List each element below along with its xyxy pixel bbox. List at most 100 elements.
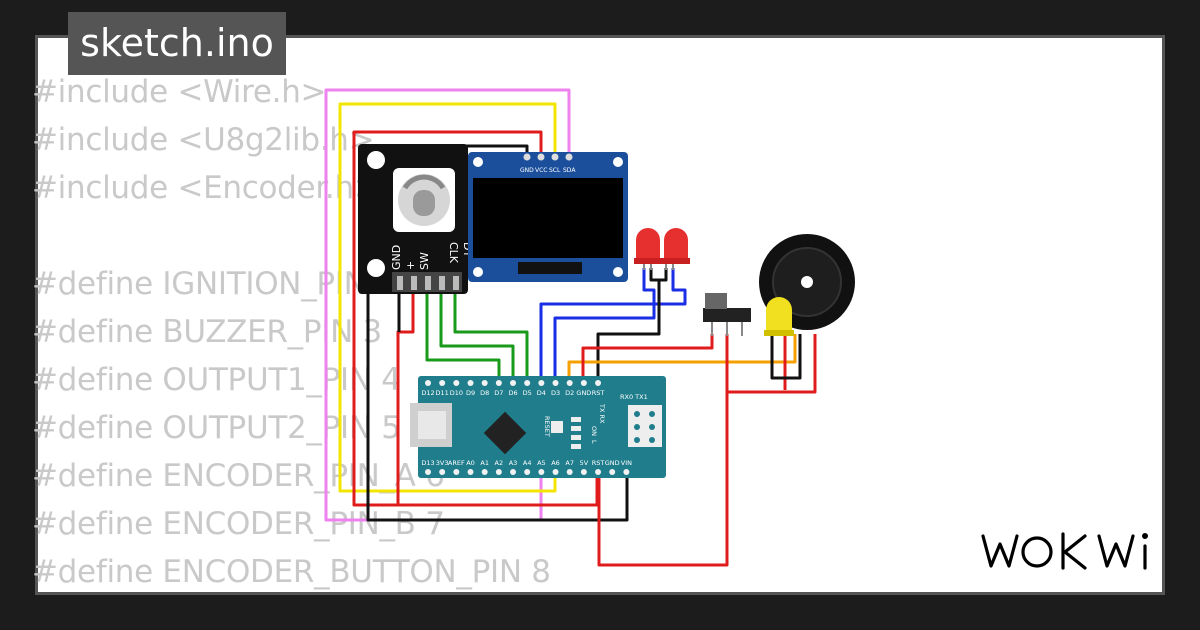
nano-top-pin	[580, 380, 587, 386]
nano-top-pin	[453, 380, 460, 386]
nano-top-pin	[495, 380, 502, 386]
oled-pin-vcc: VCC	[535, 167, 547, 174]
nano-top-pin	[538, 380, 545, 386]
nano-top-pin-label: D8	[480, 389, 489, 397]
wire-red-vcc	[352, 130, 599, 507]
oled-pin-scl: SCL	[549, 167, 561, 174]
wire-black-buzzer	[770, 334, 802, 380]
nano-bottom-pin	[552, 469, 559, 475]
nano-bottom-pin-label: GND	[605, 459, 620, 467]
nano-bottom-pin-label: 5V	[580, 459, 589, 467]
nano-label-rx0-tx1: RX0 TX1	[620, 393, 648, 401]
nano-top-pin-label: D5	[523, 389, 532, 397]
code-line: #define OUTPUT2_PIN 5	[32, 410, 401, 446]
nano-bottom-pin-label: A5	[537, 459, 546, 467]
nano-bottom-pin-label: 3V3	[436, 459, 449, 467]
nano-top-pin-label: D2	[565, 389, 574, 397]
nano-top-pin-label: RST	[592, 389, 605, 397]
encoder-pin-plus: +	[404, 261, 417, 270]
nano-top-pin	[425, 380, 431, 386]
nano-bottom-pin-label: A0	[466, 459, 475, 467]
nano-top-pin-label: D3	[551, 389, 560, 397]
wire-orange	[567, 334, 797, 382]
oled-display: GND VCC SCL SDA	[468, 152, 628, 282]
nano-bottom-pin	[425, 469, 431, 475]
red-led-2	[662, 228, 690, 270]
nano-top-pin-label: D6	[508, 389, 517, 397]
wire-green-dt	[439, 290, 515, 382]
wire-green-sw	[425, 290, 501, 382]
code-line: #define ENCODER_PIN_A 6	[32, 458, 445, 494]
nano-bottom-pin-label: A7	[565, 459, 574, 467]
nano-bottom-pin-label: VIN	[621, 459, 632, 467]
nano-bottom-pin-label: RST	[592, 459, 605, 467]
nano-top-pin-label: D10	[450, 389, 463, 397]
nano-bottom-pin	[623, 469, 630, 475]
nano-top-pin	[467, 380, 474, 386]
nano-top-pin	[566, 380, 573, 386]
nano-bottom-pin	[609, 469, 616, 475]
code-listing: #include <Wire.h> #include <U8g2lib.h> #…	[32, 68, 551, 596]
wire-blue-2	[539, 268, 687, 382]
wires	[324, 88, 817, 567]
encoder-pin-clk: CLK	[447, 242, 460, 264]
nano-top-pin-label: GND	[576, 389, 591, 397]
nano-top-pin-label: D4	[537, 389, 546, 397]
nano-label-reset: RESET	[543, 416, 551, 437]
slide-switch	[703, 293, 751, 336]
wire-pink	[324, 88, 571, 522]
nano-bottom-pin-label: A1	[480, 459, 489, 467]
nano-top-pin	[524, 380, 531, 386]
nano-top-pin	[510, 380, 517, 386]
nano-bottom-pin	[495, 469, 502, 475]
nano-bottom-pin-label: A2	[495, 459, 504, 467]
nano-bottom-pin	[510, 469, 517, 475]
nano-bottom-pin	[580, 469, 587, 475]
nano-bottom-pin	[566, 469, 573, 475]
nano-top-pin	[595, 380, 602, 386]
encoder-pin-sw: SW	[418, 252, 431, 270]
code-line: #include <Encoder.h>	[32, 170, 380, 206]
nano-bottom-pin	[467, 469, 474, 475]
wire-red-encoder	[396, 290, 415, 505]
nano-top-pin-label: D7	[494, 389, 503, 397]
wokwi-logo	[981, 532, 1148, 570]
encoder-pin-gnd: GND	[390, 245, 403, 270]
nano-label-on: ON	[590, 426, 598, 436]
nano-top-pin	[481, 380, 488, 386]
wire-green-clk	[453, 290, 529, 382]
code-line: #define ENCODER_BUTTON_PIN 8	[32, 554, 551, 590]
wire-red-switch	[581, 334, 714, 382]
wire-red-5v	[597, 334, 817, 567]
nano-bottom-pin	[439, 469, 446, 475]
nano-bottom-pin	[538, 469, 545, 475]
nano-top-pin-label: D9	[466, 389, 475, 397]
code-line: #define ENCODER_PIN_B 7	[32, 506, 445, 542]
red-led-1	[634, 228, 662, 270]
nano-label-l: L	[590, 440, 598, 444]
nano-bottom-pin	[595, 469, 602, 475]
rotary-encoder: GND + SW CLK DT	[358, 144, 474, 294]
nano-bottom-pin	[453, 469, 460, 475]
nano-bottom-pin-label: D13	[421, 459, 434, 467]
nano-bottom-pin-label: A4	[523, 459, 532, 467]
oled-pin-sda: SDA	[563, 167, 576, 174]
nano-bottom-pin-label: A6	[551, 459, 560, 467]
wire-black-oled-gnd	[366, 144, 629, 522]
nano-bottom-pin	[524, 469, 531, 475]
nano-label-tx-rx: TX RX	[598, 403, 606, 424]
nano-bottom-pin	[481, 469, 488, 475]
code-line: #define OUTPUT1_PIN 4	[32, 362, 401, 398]
nano-top-pin-label: D11	[436, 389, 449, 397]
nano-bottom-pin-label: AREF	[448, 459, 465, 467]
nano-top-pin	[552, 380, 559, 386]
nano-top-pin	[439, 380, 446, 386]
code-line: #include <U8g2lib.h>	[32, 122, 375, 158]
nano-top-pin-label: D12	[421, 389, 434, 397]
wire-yellow	[338, 102, 557, 493]
wire-black-led	[596, 268, 668, 382]
sketch-title: sketch.ino	[68, 12, 286, 75]
